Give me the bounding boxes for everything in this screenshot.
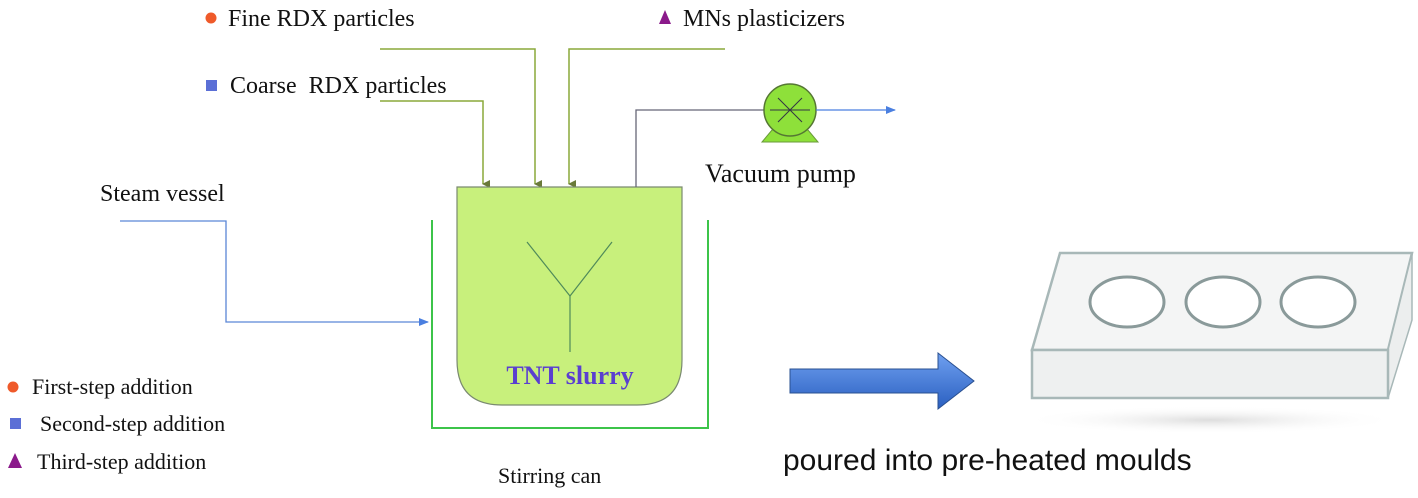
legend-first-step: First-step addition: [32, 374, 193, 399]
first-step-marker-icon: [205, 12, 217, 24]
triangle-marker-icon: [8, 453, 22, 468]
mould-icon: [1020, 251, 1414, 434]
vacuum-line: [635, 109, 765, 187]
tnt-slurry-label: TNT slurry: [506, 361, 633, 390]
feed-lines: [380, 48, 725, 188]
legend-second-step: Second-step addition: [40, 411, 225, 436]
vacuum-pump-icon: [760, 83, 820, 143]
steam-line: [120, 220, 429, 326]
stirrer-icon: [526, 241, 613, 352]
square-marker-icon: [10, 418, 21, 429]
circle-marker-icon: [7, 381, 19, 393]
poured-label: poured into pre-heated moulds: [783, 444, 1192, 477]
vacuum-pump-label: Vacuum pump: [705, 159, 856, 188]
third-step-marker-icon: [659, 10, 671, 24]
coarse-rdx-label: Coarse RDX particles: [230, 73, 447, 99]
stirring-can: [431, 220, 709, 429]
steam-vessel-label: Steam vessel: [100, 181, 225, 207]
stirring-can-label: Stirring can: [498, 463, 601, 488]
legend-third-step: Third-step addition: [37, 449, 206, 474]
pour-arrow-icon: [789, 351, 975, 411]
second-step-marker-icon: [206, 80, 217, 91]
fine-rdx-label: Fine RDX particles: [228, 6, 415, 32]
mns-label: MNs plasticizers: [683, 6, 845, 32]
